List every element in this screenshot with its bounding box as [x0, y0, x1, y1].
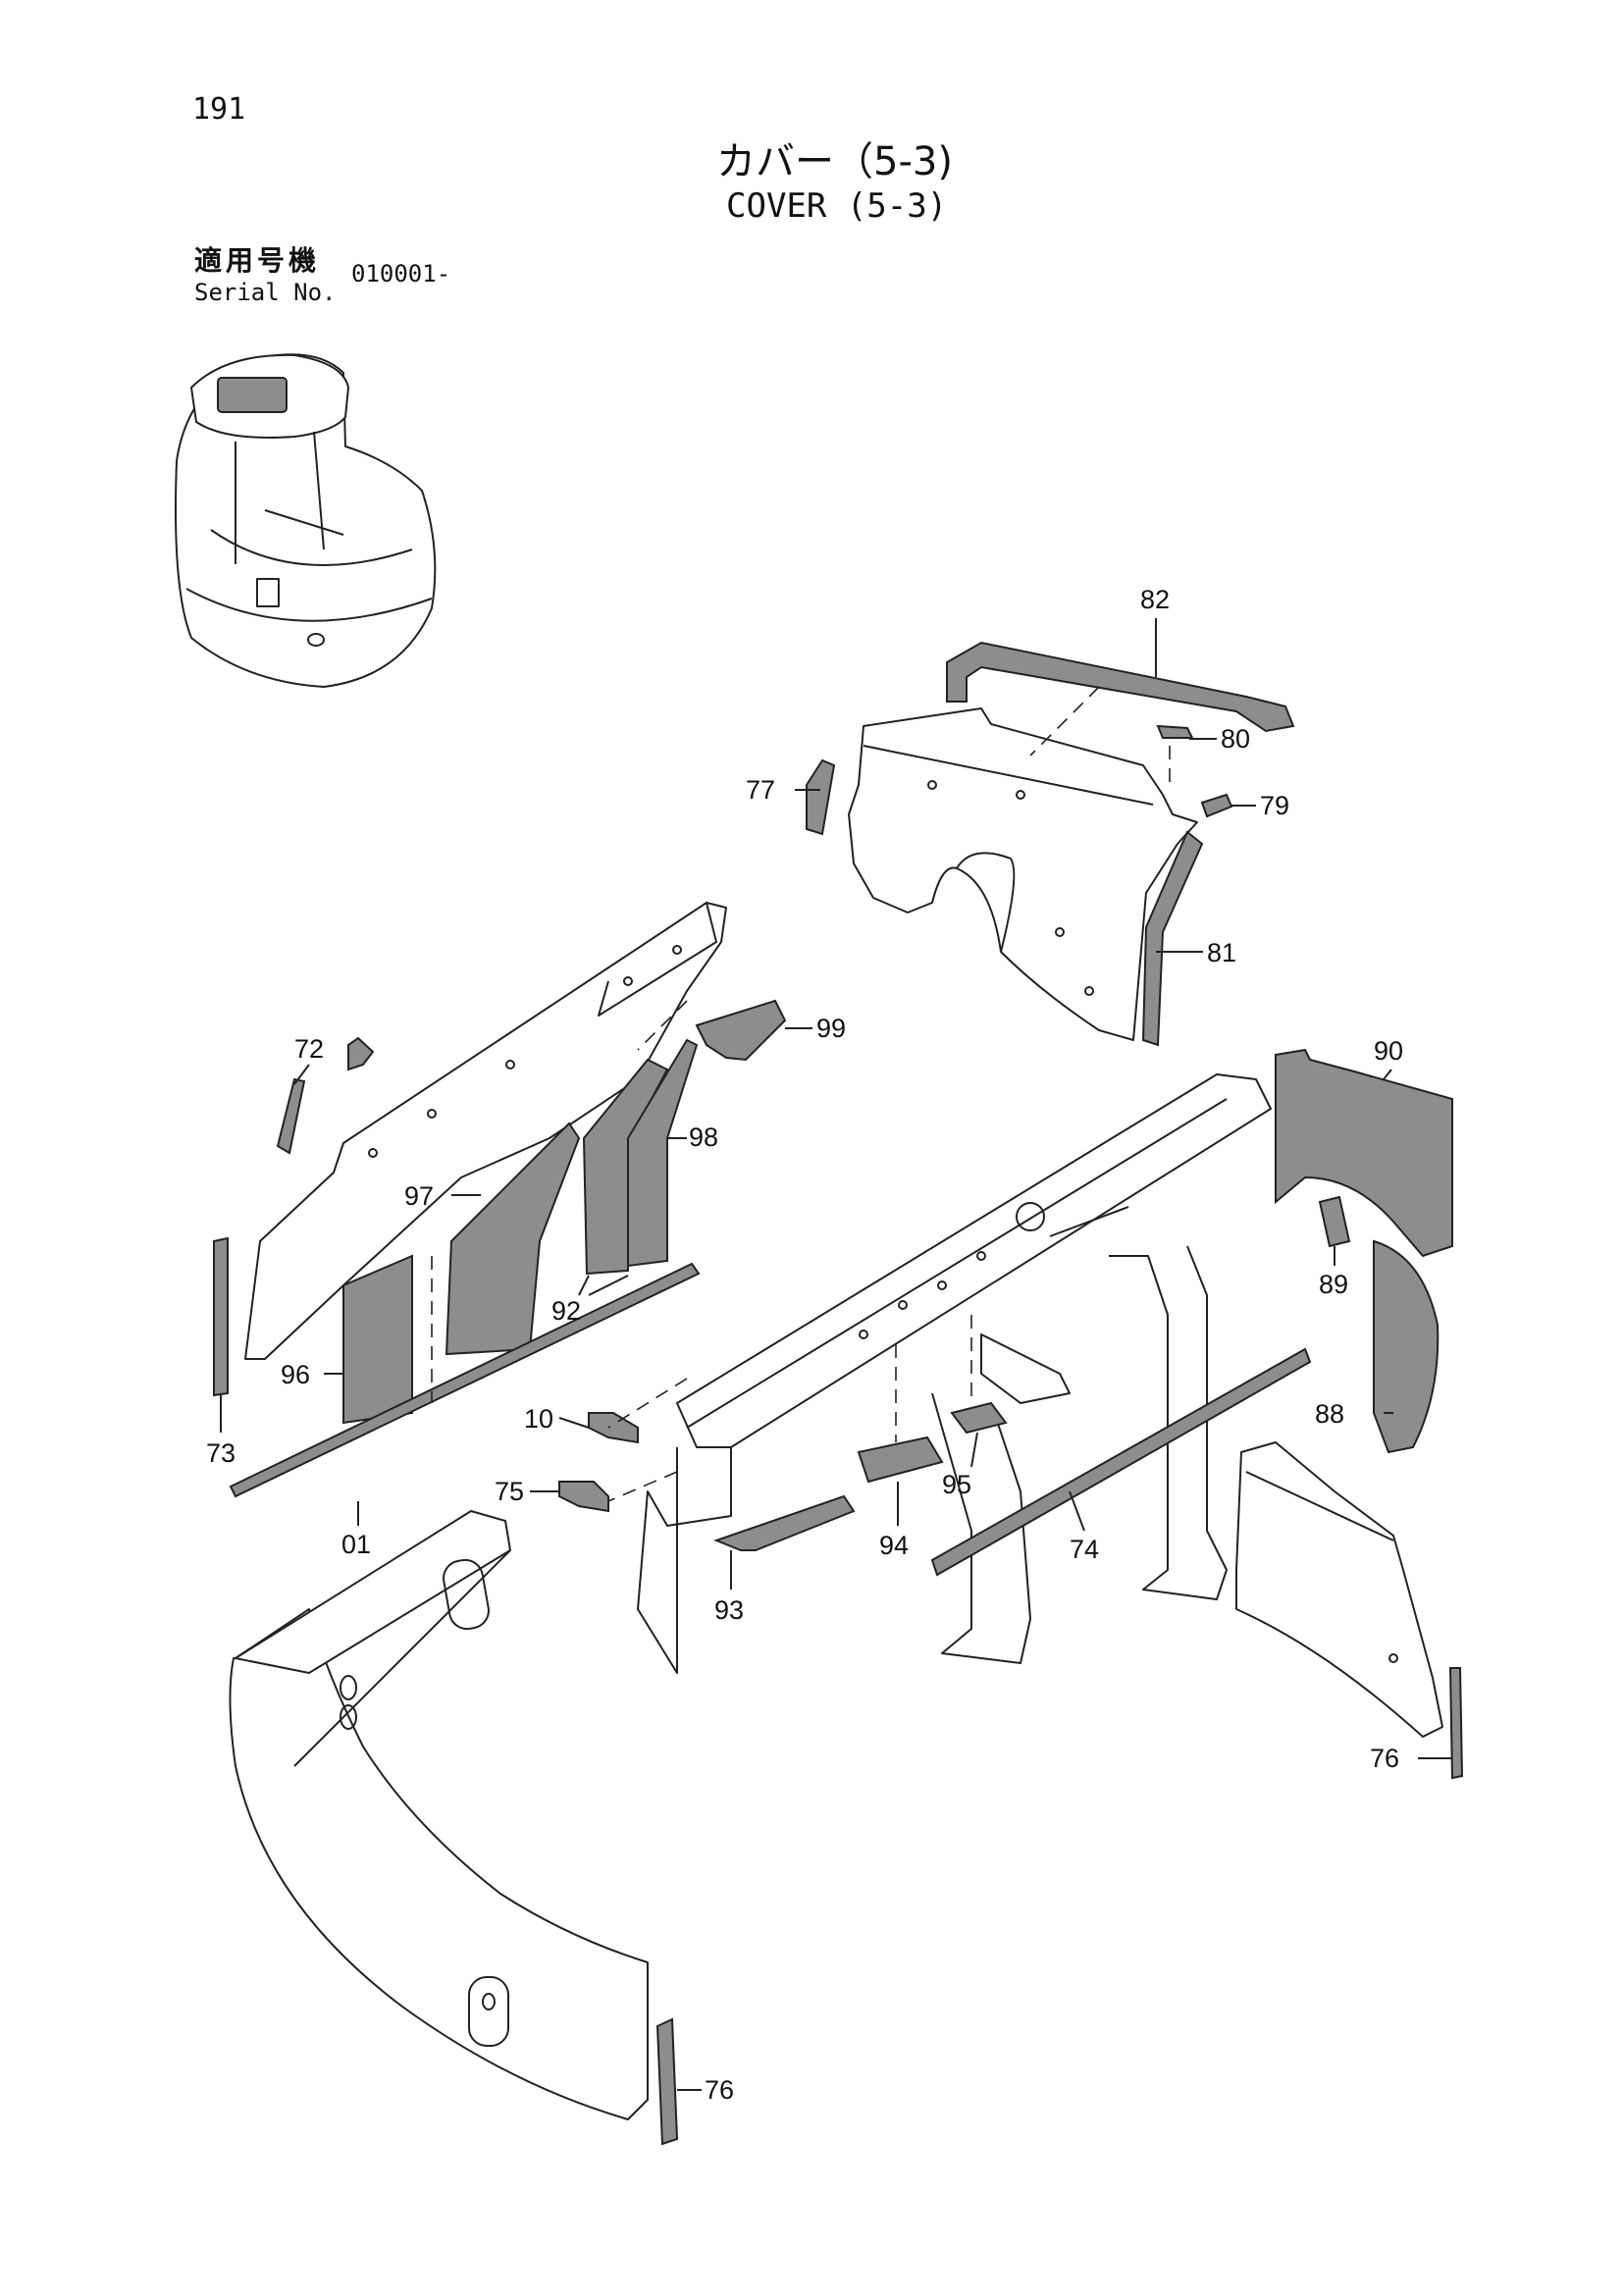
- callout-76-bottom: 76: [705, 2075, 734, 2105]
- dash-line: [1029, 686, 1100, 757]
- callout-10: 10: [524, 1404, 553, 1434]
- callout-76-right: 76: [1370, 1744, 1399, 1773]
- callout-labels: 82 80 79 77 81 99 72 90 97 98 89 92 96 8…: [206, 585, 1403, 2105]
- part-74-seal: [930, 1347, 1312, 1577]
- page-number: 191: [192, 92, 246, 127]
- callout-88: 88: [1315, 1399, 1344, 1429]
- serial-label-en: Serial No.: [194, 279, 337, 306]
- part-94-plate: [857, 1435, 944, 1484]
- machine-overview-thumbnail: [175, 353, 437, 688]
- upper-side-cover-plate: [848, 707, 1198, 1041]
- page-title-jp: カバー（5-3): [716, 139, 953, 184]
- part-80-pad: [1156, 724, 1194, 739]
- callout-94: 94: [879, 1531, 909, 1560]
- part-82-seal: [946, 641, 1295, 733]
- callout-98: 98: [689, 1122, 718, 1152]
- counterweight: [229, 1510, 649, 2120]
- part-75-pad: [558, 1481, 609, 1513]
- page-title-en: COVER (5-3): [726, 186, 948, 226]
- callout-75: 75: [495, 1477, 524, 1506]
- part-97-insulation: [445, 1122, 581, 1356]
- callout-01: 01: [341, 1530, 371, 1559]
- part-89-pad: [1318, 1195, 1351, 1248]
- part-76-seal-right: [1448, 1667, 1464, 1780]
- part-77-seal: [806, 758, 836, 836]
- main-frame: [637, 1073, 1272, 1674]
- part-99-plate: [695, 999, 787, 1062]
- callout-79: 79: [1260, 791, 1289, 820]
- part-73-seal: [213, 1236, 229, 1397]
- part-93-plate: [713, 1494, 856, 1551]
- callout-80: 80: [1221, 724, 1250, 754]
- part-10-pad: [588, 1412, 639, 1444]
- serial-label-jp: 適用号機: [194, 244, 321, 277]
- callout-77: 77: [746, 775, 775, 805]
- callout-72: 72: [294, 1034, 324, 1064]
- part-96-insulation: [342, 1254, 413, 1425]
- dash-line: [607, 1378, 688, 1429]
- callout-82: 82: [1140, 585, 1170, 614]
- right-side-cover: [1235, 1441, 1443, 1738]
- callout-95: 95: [942, 1470, 971, 1499]
- callout-97: 97: [404, 1181, 434, 1211]
- dash-line: [637, 1000, 688, 1051]
- callout-99: 99: [816, 1014, 846, 1043]
- part-76-seal-bottom: [655, 2017, 679, 2146]
- part-90-plate: [1275, 1048, 1453, 1258]
- part-95-plate: [950, 1401, 1008, 1435]
- serial-value: 010001-: [351, 260, 451, 287]
- side-panel: [244, 902, 727, 1360]
- callout-92: 92: [551, 1296, 581, 1326]
- callout-90: 90: [1374, 1036, 1403, 1066]
- callout-74: 74: [1070, 1535, 1099, 1564]
- callout-73: 73: [206, 1438, 236, 1468]
- part-81-seal: [1141, 830, 1204, 1047]
- callout-96: 96: [281, 1360, 310, 1389]
- part-01-seal: [229, 1262, 701, 1498]
- leader-lines: [220, 618, 1452, 2091]
- part-72-strip: [276, 1077, 306, 1155]
- part-88-plate: [1373, 1239, 1440, 1454]
- callout-89: 89: [1319, 1270, 1348, 1299]
- dash-line: [607, 1471, 678, 1502]
- callout-93: 93: [714, 1595, 744, 1625]
- part-79-pad: [1200, 793, 1233, 818]
- part-72-seal: [347, 1036, 375, 1071]
- callout-81: 81: [1207, 938, 1236, 967]
